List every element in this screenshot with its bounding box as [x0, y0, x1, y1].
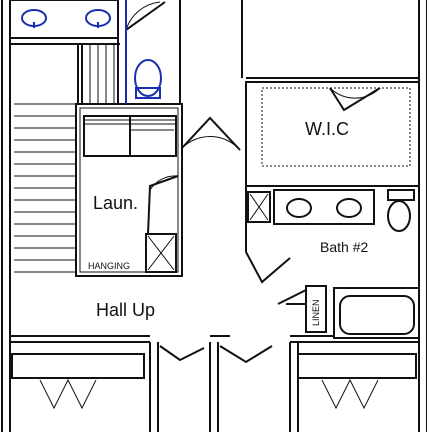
stair-walls — [9, 44, 83, 336]
bottom-center-wall — [209, 342, 219, 432]
stair-treads — [14, 103, 76, 273]
bath2-sink-left — [286, 198, 312, 218]
top-toilet-bowl — [134, 59, 162, 97]
laundry-sink — [145, 233, 177, 273]
wic-door — [329, 87, 381, 112]
left-exterior-wall — [1, 0, 11, 432]
wic-shelf-line — [261, 87, 411, 167]
bath2-toilet-bowl — [387, 200, 411, 232]
blue-fixtures — [21, 0, 162, 104]
top-sink-faucets — [33, 22, 99, 28]
bath2-shower-cross — [249, 193, 269, 221]
right-exterior-wall — [418, 0, 427, 432]
bath2-toilet-tank — [387, 189, 415, 201]
bottom-left-closet — [11, 353, 145, 379]
wic-door-arc — [329, 87, 381, 99]
linen-closet — [305, 285, 327, 333]
stair-landing-lines — [89, 44, 115, 104]
bathtub-inner — [339, 295, 415, 335]
dryer — [129, 115, 177, 157]
laundry-sink-cross — [147, 235, 175, 271]
linen-label: LINEN — [311, 299, 321, 326]
bottom-right-closet — [297, 353, 417, 379]
laundry-inner-wall — [79, 107, 179, 273]
hanging-label: HANGING — [88, 261, 130, 271]
laundry-door — [147, 175, 179, 235]
toilet-room-door-swing — [125, 1, 166, 31]
washer — [83, 115, 131, 157]
hall-bottom-door-right — [219, 345, 273, 364]
hall-door-arc — [181, 136, 241, 151]
laundry-shelf — [84, 119, 176, 125]
bath2-vanity — [273, 189, 375, 225]
upper-right-room-walls — [241, 0, 419, 83]
linen-door — [277, 289, 307, 305]
bath2-walls — [245, 185, 419, 252]
laundry-door-arc — [149, 175, 179, 191]
laundry-label: Laun. — [93, 193, 138, 213]
top-vanity-counter — [9, 0, 119, 39]
bath2-sink-right — [336, 198, 362, 218]
bath2-shower-stall — [247, 191, 271, 223]
hall-bottom-door-left — [159, 345, 205, 362]
hall-lower-walls — [10, 335, 419, 343]
bottom-left-closet-doors — [39, 378, 97, 410]
toilet-room-door-arc — [125, 1, 161, 31]
bath2-door — [245, 251, 291, 284]
hall-up-label: Hall Up — [96, 300, 155, 320]
bottom-left-room-wall — [149, 342, 159, 432]
laundry-walls — [75, 103, 183, 277]
top-toilet-tank — [135, 87, 161, 99]
bathtub-outer — [333, 287, 420, 339]
bottom-right-room-wall — [289, 342, 299, 432]
bottom-right-closet-doors — [321, 378, 379, 410]
wic-label: W.I.C — [305, 119, 349, 139]
bath2-label: Bath #2 — [320, 239, 368, 255]
hall-double-door — [181, 116, 241, 151]
